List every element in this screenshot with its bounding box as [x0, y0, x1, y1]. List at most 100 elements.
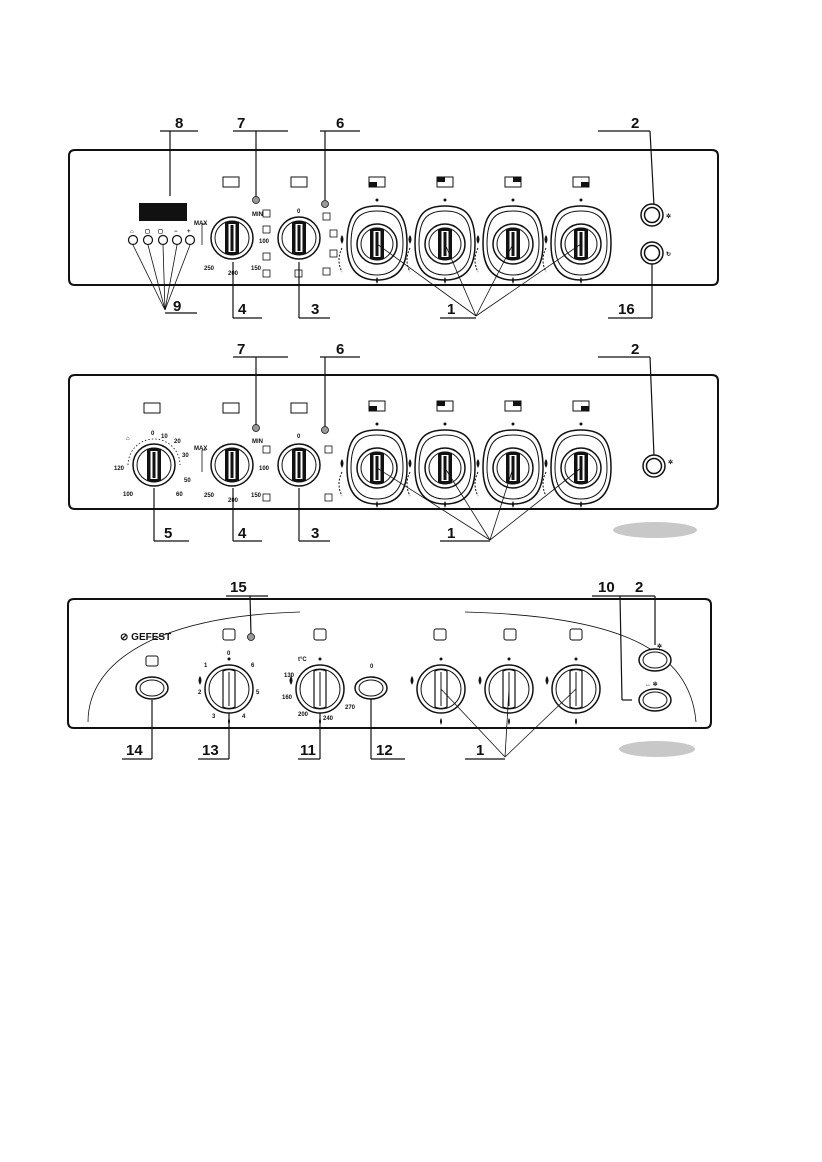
thermostat-min: MIN	[252, 212, 263, 218]
callout-1: 1	[476, 742, 484, 759]
selector-zero: 0	[297, 434, 301, 440]
dial13-scale-0: 0	[227, 651, 231, 657]
thermostat-scale-250: 250	[204, 266, 215, 272]
selector-zero: 0	[297, 209, 301, 215]
indicator-lamp	[321, 200, 329, 208]
callout-12: 12	[376, 742, 393, 759]
callout-2: 2	[635, 579, 643, 596]
burner-symbol-3	[569, 628, 583, 641]
indicator-lamp	[252, 424, 260, 432]
callout-5: 5	[164, 525, 172, 542]
thermostat-min: MIN	[252, 439, 263, 445]
arrow-spark-icon: ↔ ✲	[645, 681, 658, 688]
svg-text:⌂: ⌂	[130, 229, 134, 235]
thermostat-scale-150: 150	[251, 493, 262, 499]
dial11-scale-270: 270	[345, 705, 356, 711]
selector-symbol-icon	[290, 402, 308, 414]
indicator-lamp	[252, 196, 260, 204]
oven-mode-selector-knob[interactable]	[277, 216, 321, 260]
dial13-scale-3: 3	[212, 714, 216, 720]
timer-display	[139, 203, 187, 221]
burner-symbol-2	[503, 628, 517, 641]
ignition-button[interactable]	[642, 454, 666, 478]
ignition-oven-button[interactable]	[354, 676, 388, 700]
bell-icon: ⌂	[126, 436, 130, 442]
callout-11: 11	[300, 742, 316, 759]
panel-3-grey-mark	[619, 741, 695, 757]
callout-14: 14	[126, 742, 143, 759]
thermostat-scale-100: 100	[259, 466, 270, 472]
svg-text:◻: ◻	[145, 229, 150, 235]
svg-text:◻: ◻	[158, 229, 163, 235]
thermostat-scale-250: 250	[204, 493, 215, 499]
callout-15: 15	[230, 579, 247, 596]
callout-2: 2	[631, 341, 639, 358]
callout-4: 4	[238, 525, 247, 542]
electric-ignition-button[interactable]	[638, 688, 672, 712]
callout-7: 7	[237, 115, 245, 132]
timer-scale-0: 0	[151, 431, 155, 437]
ignition-button[interactable]	[638, 648, 672, 672]
callout-6: 6	[336, 341, 344, 358]
thermostat-symbol-icon	[222, 176, 240, 188]
thermostat-symbol-icon	[222, 402, 240, 414]
callout-6: 6	[336, 115, 344, 132]
oven-mode-selector-knob[interactable]	[277, 443, 321, 487]
oven-light-button[interactable]	[135, 676, 169, 700]
grill-symbol-icon	[222, 628, 236, 641]
timer-scale-50: 50	[184, 478, 191, 484]
button12-label: 0	[370, 664, 374, 670]
selector-symbol-icon	[290, 176, 308, 188]
dial13-scale-6: 6	[251, 663, 255, 669]
dial11-scale-130: 130	[284, 673, 295, 679]
thermostat-scale-100: 100	[259, 239, 270, 245]
dial13-scale-4: 4	[242, 714, 246, 720]
svg-text:+: +	[187, 229, 191, 235]
spit-button[interactable]	[640, 241, 664, 265]
oven-thermostat-knob[interactable]	[210, 443, 254, 487]
callout-13: 13	[202, 742, 219, 759]
indicator-lamp	[321, 426, 329, 434]
thermostat-max: MAX	[194, 446, 207, 452]
ignition-button[interactable]	[640, 203, 664, 227]
timer-scale-60: 60	[176, 492, 183, 498]
thermostat-scale-150: 150	[251, 266, 262, 272]
burner-symbols	[368, 176, 590, 188]
panel-2: 7 6 2 0 10 20 30 50 60 100 120 ⌂ MAX MIN…	[68, 341, 719, 542]
spark-icon: ✲	[657, 643, 662, 650]
dial13-scale-2: 2	[198, 690, 202, 696]
spark-icon: ✲	[668, 459, 673, 466]
callout-3: 3	[311, 301, 319, 318]
dial13-scale-5: 5	[256, 690, 260, 696]
spit-icon: ↻	[666, 251, 671, 258]
dial13-scale-1: 1	[204, 663, 208, 669]
oven-symbol-icon	[313, 628, 327, 641]
timer-scale-30: 30	[182, 453, 189, 459]
dial11-scale-240: 240	[323, 716, 334, 722]
dial11-scale-200: 200	[298, 712, 309, 718]
timer-scale-10: 10	[161, 434, 168, 440]
oven-light-symbol-icon	[145, 655, 159, 667]
timer-buttons[interactable]: ⌂ ◻ ◻ − +	[127, 229, 196, 246]
burner-symbols	[368, 400, 590, 412]
callout-9: 9	[173, 298, 181, 315]
timer-symbol-icon	[143, 402, 161, 414]
oven-thermostat-knob[interactable]	[210, 216, 254, 260]
callout-1: 1	[447, 301, 455, 318]
unit-label: t°C	[298, 657, 307, 663]
timer-scale-100: 100	[123, 492, 134, 498]
callout-8: 8	[175, 115, 183, 132]
timer-scale-20: 20	[174, 439, 181, 445]
callout-7: 7	[237, 341, 245, 358]
mechanical-timer-knob[interactable]	[132, 443, 176, 487]
dial11-scale-160: 160	[282, 695, 293, 701]
svg-text:−: −	[174, 229, 178, 235]
callout-2: 2	[631, 115, 639, 132]
panel-1: 8 7 6 2 ⌂ ◻ ◻ − + 9 MAX MIN 25	[68, 115, 719, 319]
callout-4: 4	[238, 301, 247, 318]
panel-2-grey-mark	[613, 522, 697, 538]
brand-logo: ⊘ GEFEST	[120, 632, 171, 643]
burner-symbol-1	[433, 628, 447, 641]
timer-scale-120: 120	[114, 466, 125, 472]
